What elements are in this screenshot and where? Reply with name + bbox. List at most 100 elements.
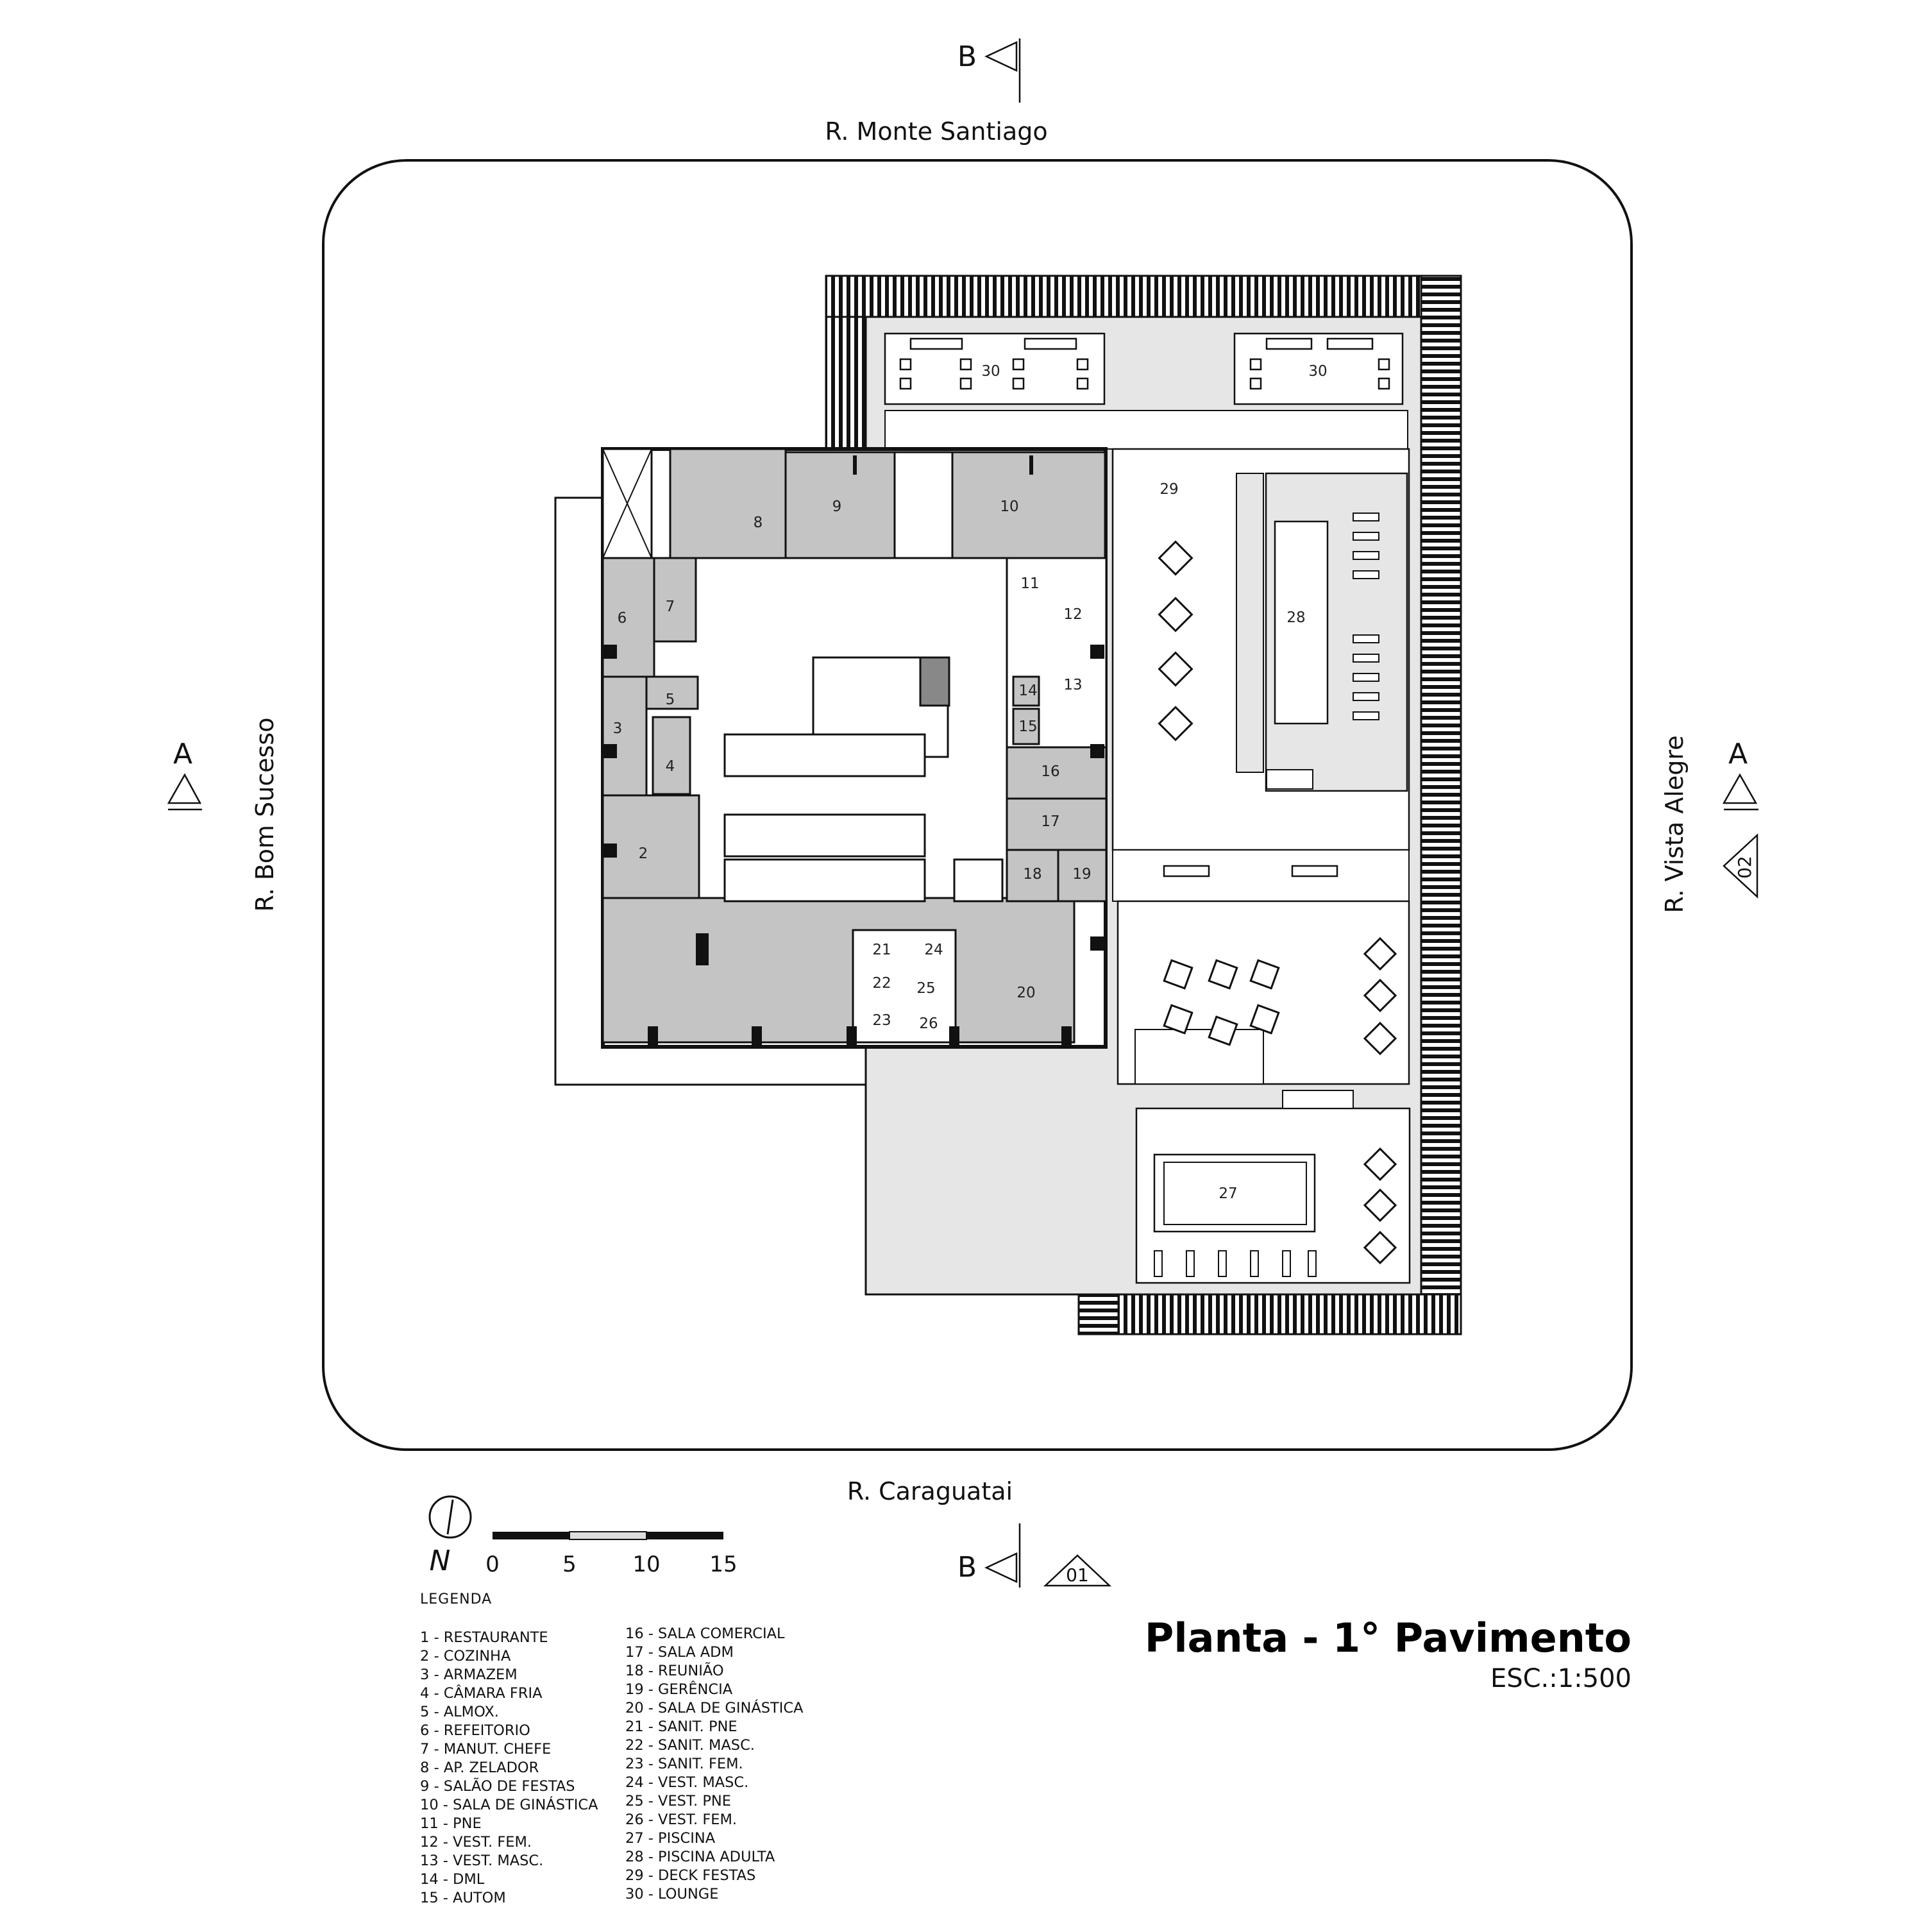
svg-text:2 - COZINHA: 2 - COZINHA — [420, 1648, 511, 1665]
north-arrow-icon — [428, 1495, 472, 1539]
svg-text:N: N — [430, 1545, 451, 1577]
room-label: 16 — [1041, 763, 1059, 780]
room-label: 10 — [1000, 498, 1018, 515]
room-label: 23 — [872, 1012, 891, 1029]
svg-text:4 - CÂMARA FRIA: 4 - CÂMARA FRIA — [420, 1684, 543, 1702]
svg-text:30 - LOUNGE: 30 - LOUNGE — [625, 1886, 718, 1902]
street-north: R. Monte Santiago — [825, 117, 1047, 146]
svg-text:5 - ALMOX.: 5 - ALMOX. — [420, 1704, 499, 1720]
svg-text:26 - VEST. FEM.: 26 - VEST. FEM. — [625, 1811, 737, 1828]
scale-bar: 0 5 10 15 — [485, 1531, 738, 1577]
svg-text:7 - MANUT. CHEFE: 7 - MANUT. CHEFE — [420, 1741, 551, 1758]
elevation-marker-icon — [1043, 1554, 1112, 1587]
legend: LEGENDA 1 - RESTAURANTE 2 - COZINHA 3 - … — [420, 1591, 804, 1906]
svg-text:8 - AP. ZELADOR: 8 - AP. ZELADOR — [420, 1759, 539, 1776]
room-label: 6 — [618, 610, 627, 627]
section-arrow-icon — [1722, 773, 1758, 804]
room-label: 30 — [1308, 363, 1327, 380]
svg-text:02: 02 — [1734, 856, 1755, 879]
svg-text:25 - VEST. PNE: 25 - VEST. PNE — [625, 1793, 731, 1809]
room-label: 3 — [613, 720, 623, 737]
section-arrow-icon — [984, 1552, 1018, 1583]
section-a-left: A — [167, 738, 202, 811]
room-label: 18 — [1023, 866, 1041, 883]
svg-text:11 - PNE: 11 - PNE — [420, 1815, 482, 1832]
sun-loungers — [1154, 513, 1379, 1277]
room-label: 15 — [1018, 718, 1037, 735]
svg-text:6 - REFEITORIO: 6 - REFEITORIO — [420, 1722, 530, 1739]
room-label: 8 — [754, 514, 763, 531]
svg-text:19 - GERÊNCIA: 19 - GERÊNCIA — [625, 1680, 733, 1698]
svg-text:01: 01 — [1066, 1564, 1089, 1586]
room-label: 21 — [872, 942, 891, 958]
svg-text:3 - ARMAZEM: 3 - ARMAZEM — [420, 1666, 518, 1683]
drawing-scale: ESC.:1:500 — [1490, 1664, 1632, 1693]
room-label: 4 — [666, 758, 675, 775]
room-labels: 2 3 4 5 6 7 8 9 10 11 12 13 14 15 16 17 … — [613, 363, 1328, 1202]
room-label: 24 — [924, 942, 943, 958]
umbrella-tables — [1158, 540, 1397, 1265]
svg-text:16 - SALA COMERCIAL: 16 - SALA COMERCIAL — [625, 1625, 785, 1642]
svg-text:10 - SALA DE GINÁSTICA: 10 - SALA DE GINÁSTICA — [420, 1795, 598, 1813]
site-boundary — [322, 159, 1633, 1451]
legend-col-2: 16 - SALA COMERCIAL 17 - SALA ADM 18 - R… — [625, 1625, 804, 1902]
room-label: 20 — [1016, 985, 1035, 1001]
north-arrow: N — [428, 1495, 472, 1577]
svg-text:29 - DECK FESTAS: 29 - DECK FESTAS — [625, 1867, 755, 1884]
svg-text:24 - VEST. MASC.: 24 - VEST. MASC. — [625, 1774, 748, 1791]
drawing-title: Planta - 1° Pavimento — [1145, 1614, 1632, 1661]
section-arrow-icon — [167, 773, 202, 804]
room-label: 13 — [1063, 677, 1082, 693]
lounge-furniture — [899, 337, 1390, 877]
room-label: 27 — [1218, 1185, 1237, 1202]
room-label: 19 — [1072, 866, 1091, 883]
room-label: 30 — [981, 363, 1000, 380]
street-south: R. Caraguatai — [847, 1477, 1013, 1505]
building-rooms — [601, 447, 1108, 1049]
room-label: 25 — [916, 980, 935, 997]
svg-text:A: A — [1728, 738, 1748, 770]
svg-text:1 - RESTAURANTE: 1 - RESTAURANTE — [420, 1629, 548, 1646]
svg-text:5: 5 — [562, 1552, 577, 1577]
room-label: 5 — [666, 691, 675, 708]
svg-text:0: 0 — [485, 1552, 500, 1577]
room-label: 14 — [1018, 682, 1037, 699]
section-b-top: B — [957, 38, 1021, 103]
room-label: 9 — [832, 498, 842, 515]
street-west: R. Bom Sucesso — [251, 718, 279, 912]
svg-text:17 - SALA ADM: 17 - SALA ADM — [625, 1644, 734, 1661]
svg-text:27 - PISCINA: 27 - PISCINA — [625, 1830, 716, 1847]
svg-text:23 - SANIT. FEM.: 23 - SANIT. FEM. — [625, 1756, 743, 1772]
section-arrow-icon — [984, 41, 1018, 72]
room-label: 28 — [1286, 609, 1305, 626]
room-label: 7 — [666, 598, 675, 615]
room-label: 12 — [1063, 606, 1082, 623]
svg-text:B: B — [957, 1551, 977, 1584]
svg-text:15 - AUTOM: 15 - AUTOM — [420, 1890, 506, 1906]
legend-col-1: 1 - RESTAURANTE 2 - COZINHA 3 - ARMAZEM … — [420, 1629, 598, 1906]
svg-text:22 - SANIT. MASC.: 22 - SANIT. MASC. — [625, 1737, 755, 1754]
svg-text:28 - PISCINA ADULTA: 28 - PISCINA ADULTA — [625, 1849, 775, 1865]
legend-title: LEGENDA — [420, 1591, 492, 1607]
structural-columns — [603, 455, 1104, 1046]
svg-text:13 - VEST. MASC.: 13 - VEST. MASC. — [420, 1852, 543, 1869]
svg-text:A: A — [173, 738, 192, 770]
room-label: 29 — [1159, 481, 1178, 498]
svg-text:21 - SANIT. PNE: 21 - SANIT. PNE — [625, 1718, 738, 1735]
room-label: 17 — [1041, 813, 1059, 830]
room-label: 26 — [919, 1015, 938, 1032]
svg-text:15: 15 — [709, 1552, 737, 1577]
svg-text:20 - SALA DE GINÁSTICA: 20 - SALA DE GINÁSTICA — [625, 1699, 804, 1716]
room-label: 22 — [872, 975, 891, 992]
svg-text:14 - DML: 14 - DML — [420, 1871, 485, 1888]
section-a-right: A 02 — [1722, 738, 1758, 899]
street-east: R. Vista Alegre — [1660, 735, 1689, 913]
room-label: 2 — [639, 845, 648, 862]
svg-text:B: B — [957, 40, 977, 73]
svg-text:9 - SALÃO DE FESTAS: 9 - SALÃO DE FESTAS — [420, 1777, 575, 1795]
room-label: 11 — [1020, 575, 1039, 592]
elevation-marker-icon — [1723, 833, 1758, 899]
svg-text:10: 10 — [632, 1552, 660, 1577]
section-b-bottom: B 01 — [957, 1523, 1112, 1588]
